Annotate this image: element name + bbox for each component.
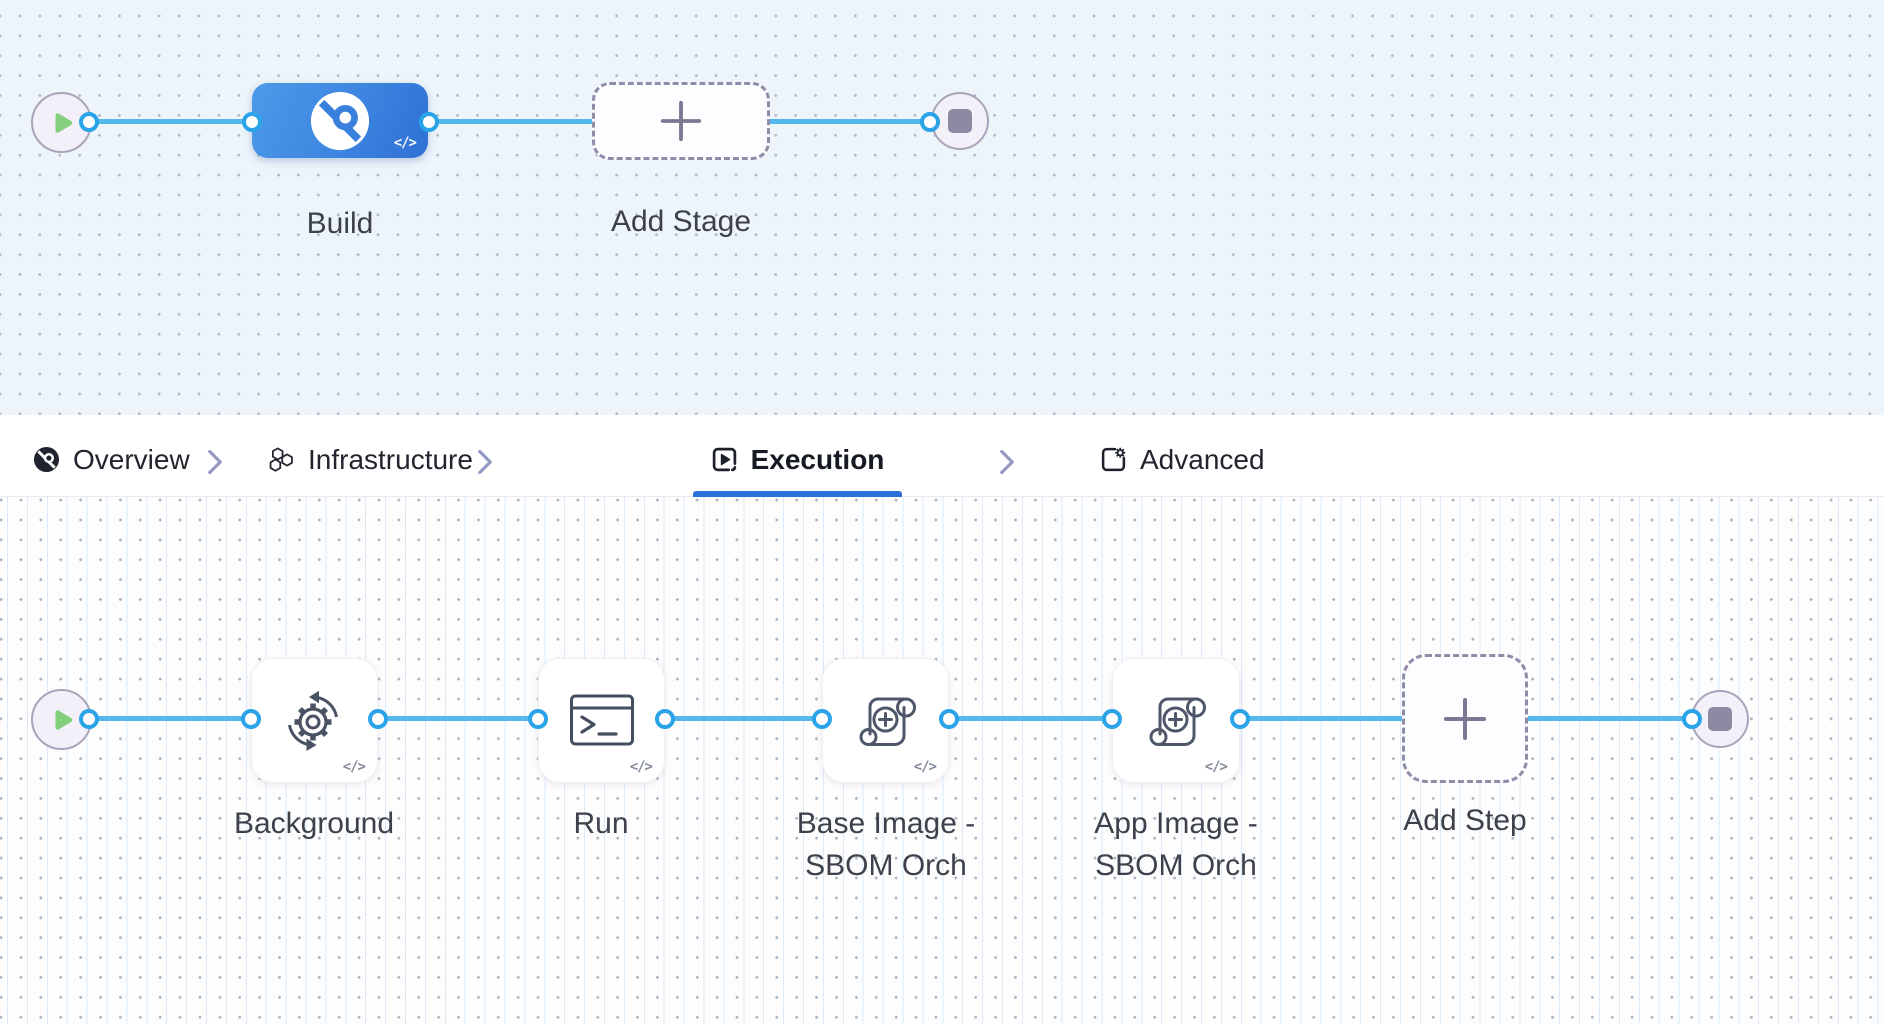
connector-port[interactable] <box>419 112 439 132</box>
connector-port[interactable] <box>368 709 388 729</box>
add-step-node[interactable] <box>1402 654 1528 783</box>
stage-canvas[interactable]: </> Build Add Stage <box>0 0 1884 415</box>
code-icon[interactable]: </> <box>629 759 653 775</box>
run-step-icon <box>569 694 634 745</box>
play-icon <box>55 112 72 133</box>
tab-overview[interactable]: Overview <box>33 415 190 496</box>
plus-icon <box>1444 697 1486 740</box>
connector-port[interactable] <box>1682 709 1702 729</box>
connector-port[interactable] <box>920 112 940 132</box>
connector-port[interactable] <box>939 709 959 729</box>
infrastructure-icon <box>269 446 293 472</box>
code-icon[interactable]: </> <box>342 759 366 775</box>
advanced-icon <box>1101 447 1126 472</box>
tab-label: Infrastructure <box>308 443 473 475</box>
step-node-background[interactable]: </> <box>251 658 378 783</box>
step-label-base-image-sbom: Base Image - SBOM Orch <box>796 807 976 882</box>
step-node-run[interactable]: </> <box>538 658 665 783</box>
active-tab-underline <box>693 491 902 497</box>
overview-icon <box>33 446 60 473</box>
execution-end-node[interactable] <box>1691 690 1749 748</box>
step-label-app-image-sbom: App Image - SBOM Orch <box>1094 807 1258 882</box>
stage-tabbar: Overview Infrastructure <box>0 415 1884 497</box>
play-icon <box>55 709 72 730</box>
connector-port[interactable] <box>79 112 99 132</box>
chevron-right-icon <box>478 449 492 475</box>
code-icon[interactable]: </> <box>393 135 417 151</box>
sbom-scroll-icon <box>859 697 916 746</box>
add-stage-node[interactable] <box>592 82 770 160</box>
code-icon[interactable]: </> <box>1204 759 1228 775</box>
stage-label-build: Build <box>306 207 374 240</box>
chevron-right-icon <box>1000 449 1014 475</box>
connector-port[interactable] <box>1102 709 1122 729</box>
sbom-scroll-icon <box>1149 697 1206 746</box>
stop-icon <box>948 109 972 133</box>
ci-build-icon <box>310 91 370 150</box>
tab-infrastructure[interactable]: Infrastructure <box>267 415 473 496</box>
chevron-right-icon <box>208 449 222 475</box>
step-label-background: Background <box>233 807 395 840</box>
connector-port[interactable] <box>812 709 832 729</box>
connector-port[interactable] <box>242 112 262 132</box>
code-icon[interactable]: </> <box>913 759 937 775</box>
background-step-icon <box>287 690 338 751</box>
stop-icon <box>1708 707 1732 731</box>
connector-port[interactable] <box>528 709 548 729</box>
tab-label: Overview <box>73 443 190 475</box>
tab-label: Execution <box>750 443 885 475</box>
execution-canvas[interactable]: </> </> <box>0 497 1884 1024</box>
connector-line <box>61 119 960 124</box>
step-node-app-image-sbom[interactable]: </> <box>1112 658 1240 783</box>
pipeline-end-node[interactable] <box>931 92 989 150</box>
connector-port[interactable] <box>241 709 261 729</box>
connector-port[interactable] <box>655 709 675 729</box>
stage-node-build[interactable]: </> <box>252 83 428 158</box>
tab-execution[interactable]: Execution <box>693 415 902 497</box>
step-node-base-image-sbom[interactable]: </> <box>822 658 949 783</box>
tab-label: Advanced <box>1140 443 1265 475</box>
step-label-run: Run <box>573 807 629 840</box>
execution-icon <box>712 447 736 472</box>
add-step-label: Add Step <box>1403 804 1527 837</box>
connector-port[interactable] <box>79 709 99 729</box>
add-stage-label: Add Stage <box>610 205 752 238</box>
tab-advanced[interactable]: Advanced <box>1100 415 1265 496</box>
plus-icon <box>660 100 702 142</box>
connector-port[interactable] <box>1230 709 1250 729</box>
